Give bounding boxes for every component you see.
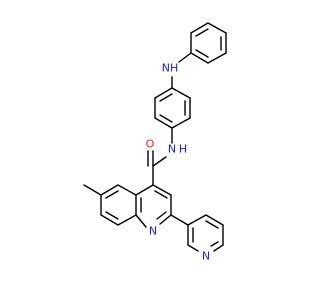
bond bbox=[187, 214, 207, 226]
double-bond bbox=[205, 220, 219, 229]
bond bbox=[171, 87, 191, 99]
bond bbox=[205, 214, 224, 226]
bond bbox=[187, 244, 199, 252]
bond bbox=[178, 52, 192, 63]
bond bbox=[190, 52, 209, 64]
bond bbox=[154, 117, 173, 129]
aniline-nh-label: NH bbox=[162, 62, 179, 75]
bond bbox=[135, 184, 154, 196]
carbonyl-o-label: O bbox=[146, 138, 155, 151]
double-bond bbox=[210, 241, 219, 247]
bond bbox=[170, 214, 189, 226]
quinoline-n-label: N bbox=[149, 225, 157, 238]
amide-h-label: H bbox=[179, 143, 187, 156]
bond bbox=[190, 22, 209, 34]
molecule-diagram: NH N H O N N bbox=[83, 22, 227, 263]
molecule-structure: NH N H O N N bbox=[83, 22, 227, 263]
top-phenyl-ring bbox=[190, 22, 227, 64]
double-bond bbox=[159, 114, 173, 123]
bond bbox=[213, 244, 224, 252]
middle-phenyl-ring bbox=[154, 87, 191, 129]
methyl-bond bbox=[83, 184, 102, 196]
double-bond bbox=[156, 211, 167, 220]
bond bbox=[207, 52, 227, 64]
pyridine-n-label: N bbox=[202, 250, 210, 263]
bond bbox=[152, 156, 167, 167]
bond bbox=[117, 214, 137, 226]
double-bond bbox=[195, 28, 209, 37]
bond bbox=[117, 184, 137, 196]
quinoline-ring bbox=[83, 184, 172, 228]
pyridine-ring bbox=[187, 214, 224, 252]
bond bbox=[152, 184, 172, 196]
bond bbox=[135, 214, 147, 228]
bond bbox=[100, 214, 119, 226]
bond bbox=[207, 22, 227, 34]
double-bond bbox=[105, 211, 119, 220]
double-bond bbox=[105, 190, 119, 199]
bond bbox=[159, 214, 172, 225]
double-bond bbox=[159, 93, 173, 102]
bond bbox=[100, 184, 119, 196]
bond bbox=[171, 117, 191, 129]
double-bond bbox=[154, 190, 168, 199]
double-bond bbox=[195, 49, 209, 58]
bond bbox=[154, 87, 173, 99]
amide-n-label: N bbox=[168, 143, 176, 156]
